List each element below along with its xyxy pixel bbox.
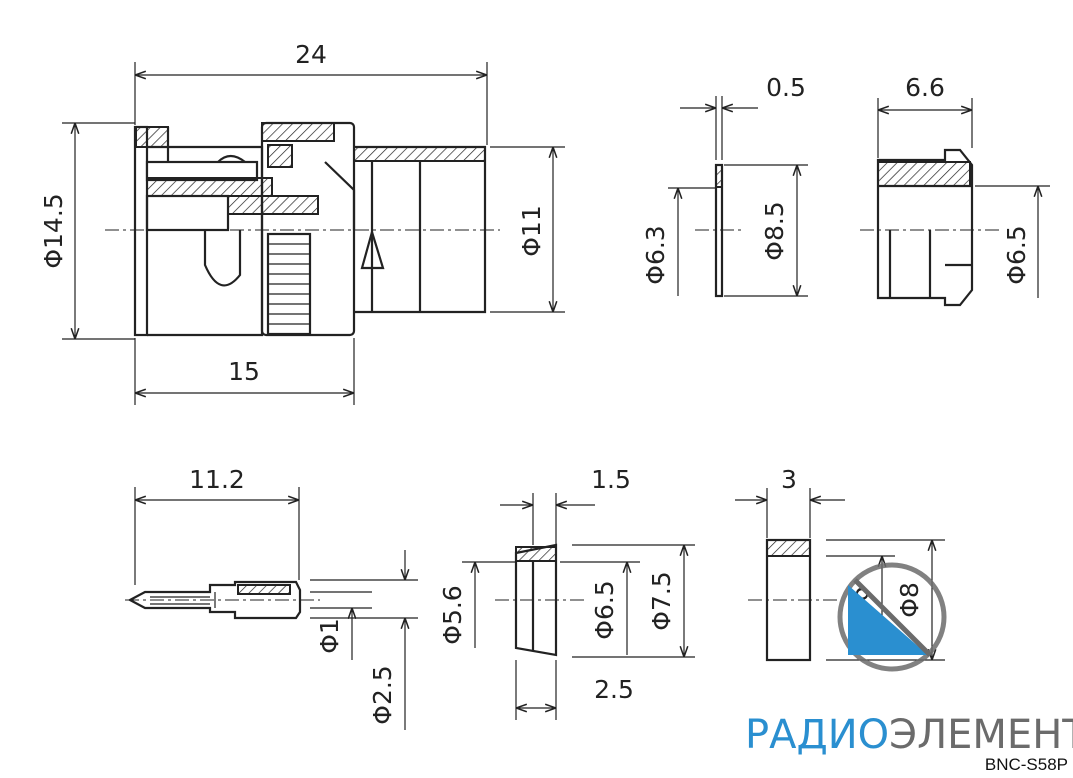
label-insulator-d3: Φ7.5	[647, 571, 676, 630]
label-outer-diameter: Φ14.5	[39, 193, 68, 268]
brand-part2: ЭЛЕМЕНТ	[889, 712, 1073, 758]
brand-name: РАДИОЭЛЕМЕНТ	[745, 712, 1073, 758]
label-washer-thickness: 0.5	[766, 73, 806, 102]
pin-view: 11.2 Φ1 Φ2.5	[125, 465, 418, 730]
dim-body-length: 15	[134, 338, 355, 405]
label-insulator-length: 1.5	[591, 465, 631, 494]
label-nut-diameter: Φ6.5	[1002, 225, 1031, 284]
knurl-lines	[266, 232, 312, 336]
dim-body-diameter: Φ11	[490, 146, 565, 313]
label-body-length: 15	[228, 357, 260, 386]
nut-view: 6.6 Φ6.5	[860, 73, 1050, 307]
model-label: BNC-S58P	[985, 755, 1068, 774]
dim-outer-diameter: Φ14.5	[39, 122, 135, 340]
label-ferrule-length: 3	[781, 465, 797, 494]
main-connector-view	[105, 121, 500, 337]
label-insulator-bottom: 2.5	[594, 675, 634, 704]
label-insulator-d2: Φ6.5	[590, 580, 619, 639]
label-insulator-d1: Φ5.6	[438, 585, 467, 644]
label-overall-length: 24	[295, 40, 327, 69]
label-nut-length: 6.6	[905, 73, 945, 102]
insulator-view: 1.5 Φ5.6 Φ6.5 Φ7.5 2.5	[438, 465, 695, 720]
washer-view: 0.5 Φ6.3 Φ8.5	[641, 73, 808, 298]
label-washer-outer: Φ8.5	[760, 201, 789, 260]
label-ferrule-outer: Φ8	[895, 582, 924, 618]
label-body-diameter: Φ11	[517, 205, 546, 257]
label-pin-small: Φ1	[315, 618, 344, 654]
label-washer-inner: Φ6.3	[641, 225, 670, 284]
label-pin-length: 11.2	[189, 465, 245, 494]
label-pin-large: Φ2.5	[368, 665, 397, 724]
brand-logo: РАДИОЭЛЕМЕНТ	[745, 562, 1073, 758]
dim-overall-length: 24	[134, 40, 488, 145]
brand-part1: РАДИО	[745, 712, 889, 758]
